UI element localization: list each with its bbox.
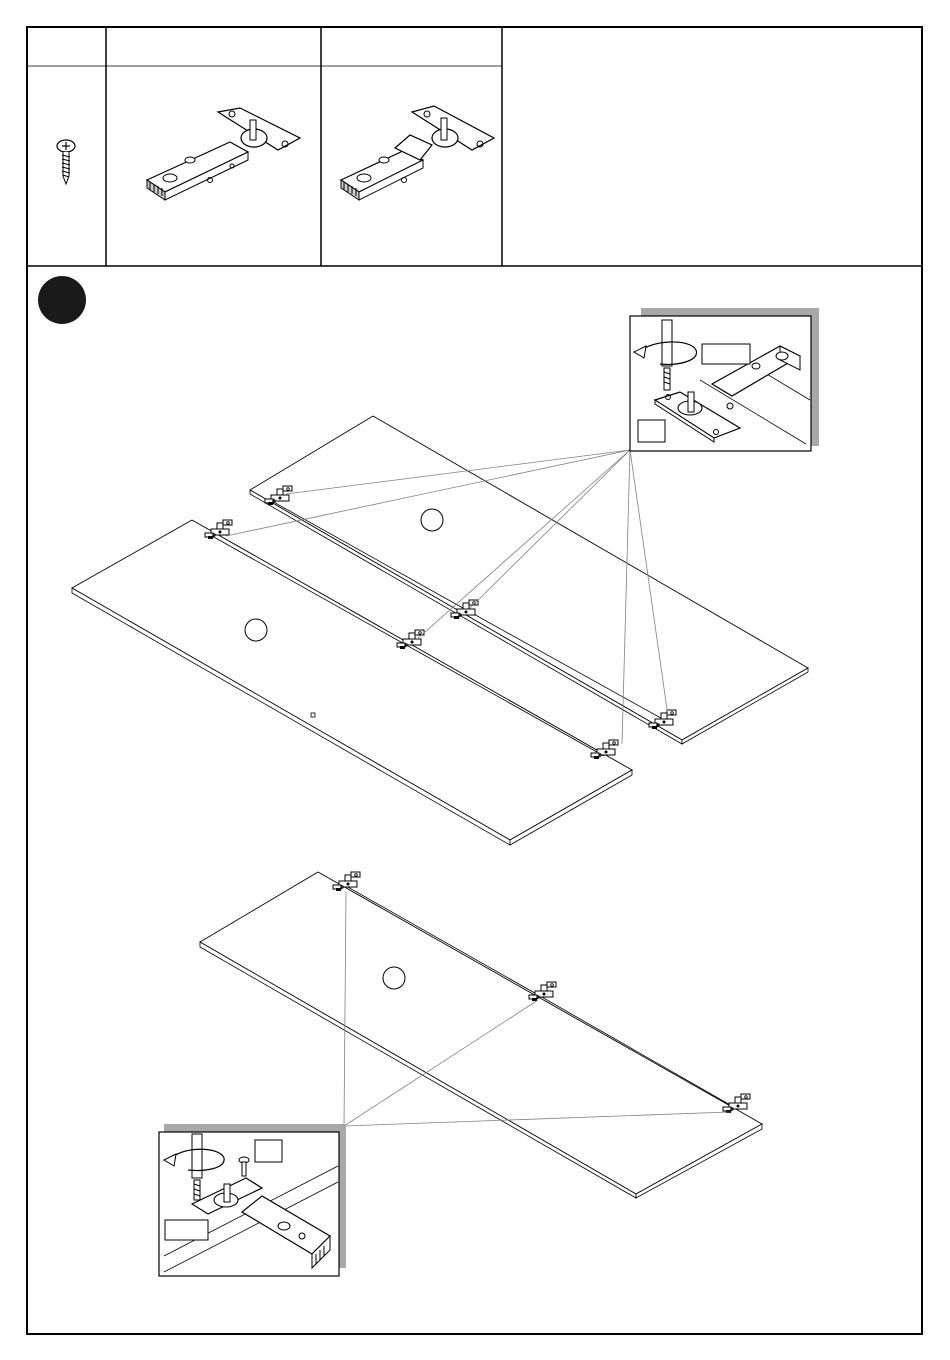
hinge-straight-icon bbox=[147, 108, 300, 200]
screw-icon bbox=[57, 140, 75, 184]
detail-bottom bbox=[159, 1124, 346, 1276]
hinge-cranked-icon bbox=[341, 106, 494, 200]
step-badge bbox=[38, 276, 86, 324]
detail-top bbox=[630, 308, 819, 451]
parts-table bbox=[27, 27, 922, 266]
